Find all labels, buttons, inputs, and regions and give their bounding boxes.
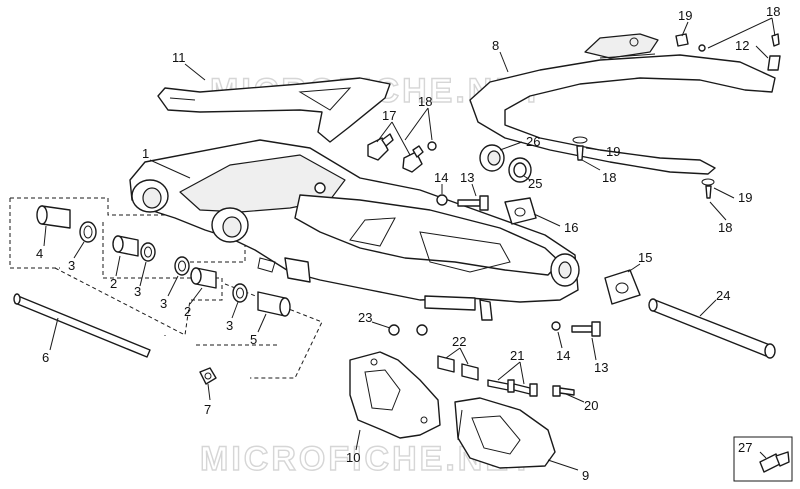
bearing-part-2-a [112,235,139,257]
seal-part-3-a [79,221,97,243]
callout-6: 6 [42,350,49,365]
callout-11: 11 [172,50,186,65]
callout-18-mid: 18 [602,170,616,185]
callout-18-top: 18 [766,4,780,19]
callout-16: 16 [564,220,578,235]
callout-12: 12 [735,38,749,53]
callout-3-c: 3 [160,296,167,311]
bracket-part-9 [454,397,556,469]
chain-guide-part-11 [157,77,391,143]
bushing-part-26 [479,144,505,172]
spacers-part-22 [437,355,479,381]
callout-2-a: 2 [110,276,117,291]
callout-1: 1 [142,146,149,161]
bushing-part-5 [257,291,291,317]
callout-13-top: 13 [460,170,474,185]
leader-lines [43,17,776,471]
chain-slider-part-8 [469,33,776,175]
seal-part-3-b [140,242,156,262]
callout-22: 22 [452,334,466,349]
bolt-part-13-top [436,194,489,211]
bearing-part-2-b [190,267,217,289]
callout-14-top: 14 [434,170,448,185]
callout-14-bottom: 14 [556,348,570,363]
nut-part-7 [199,367,217,385]
callout-10: 10 [346,450,360,465]
callout-13-bottom: 13 [594,360,608,375]
bolt-part-20 [552,385,575,397]
nuts-part-23 [388,324,428,336]
callout-7: 7 [204,402,211,417]
swingarm-part-1 [129,139,580,321]
callout-24: 24 [716,288,730,303]
callout-19-top: 19 [678,8,692,23]
callout-labels: 1 11 8 19 18 12 17 18 26 25 19 18 19 18 … [36,4,780,483]
callout-3-a: 3 [68,258,75,273]
callout-23: 23 [358,310,372,325]
callout-15: 15 [638,250,652,265]
block-part-16 [504,197,537,225]
block-part-15 [604,269,641,305]
callout-5: 5 [250,332,257,347]
callout-19-right: 19 [738,190,752,205]
callout-25: 25 [528,176,542,191]
group-outline-axle [54,267,191,336]
group-outline-bushing [102,222,223,301]
callout-3-b: 3 [134,284,141,299]
callout-18-clip: 18 [418,94,432,109]
callout-8: 8 [492,38,499,53]
seal-part-3-c [174,256,190,276]
seal-part-3-d [232,283,248,303]
clip-part-17 [367,133,437,173]
callout-9: 9 [582,468,589,483]
bushing-part-4 [36,205,71,229]
callout-26: 26 [526,134,540,149]
washer-part-25 [508,157,532,183]
callout-2-b: 2 [184,304,191,319]
inset-part-27 [733,436,793,482]
callout-17: 17 [382,108,396,123]
bracket-part-10 [349,351,441,439]
callout-3-d: 3 [226,318,233,333]
callout-4: 4 [36,246,43,261]
callout-18-right: 18 [718,220,732,235]
bolts-part-21 [487,379,538,397]
fasteners-right [572,33,781,199]
callout-19-mid: 19 [606,144,620,159]
axle-part-24 [648,298,776,359]
callout-20: 20 [584,398,598,413]
callout-27: 27 [738,440,752,455]
bolt-part-13-bottom [551,321,601,337]
pivot-shaft-part-6 [13,293,151,358]
callout-21: 21 [510,348,524,363]
